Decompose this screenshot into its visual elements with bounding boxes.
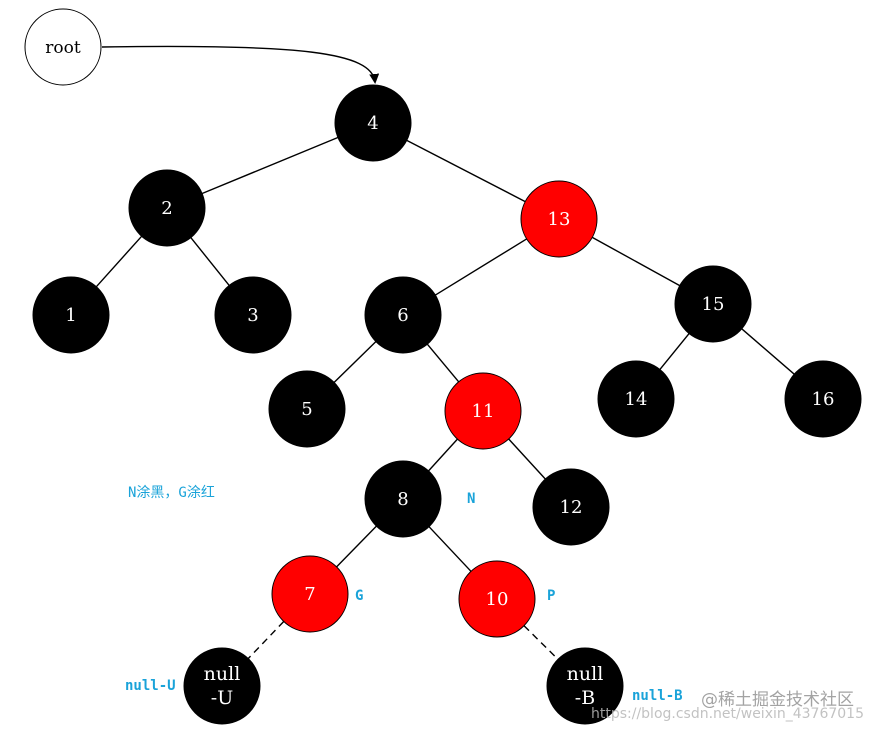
n-tag: N bbox=[467, 491, 475, 507]
tree-node-nb: null-B bbox=[546, 647, 624, 725]
node-label-n12: 12 bbox=[560, 497, 583, 518]
watermark: https://blog.csdn.net/weixin_43767015 @稀… bbox=[591, 690, 864, 722]
node-circle-n10 bbox=[458, 560, 536, 638]
node-label-nb-1: -B bbox=[575, 687, 595, 709]
node-circle-n5 bbox=[268, 370, 346, 448]
tree-node-n12: 12 bbox=[532, 468, 610, 546]
node-circle-nu bbox=[183, 647, 261, 725]
node-label-n3: 3 bbox=[247, 305, 258, 326]
root-label: root bbox=[45, 38, 81, 58]
tree-node-nu: null-U bbox=[183, 647, 261, 725]
edge-n13-n15 bbox=[591, 236, 681, 287]
edge-n7-nu bbox=[247, 620, 285, 660]
tree-node-n4: 4 bbox=[334, 84, 412, 162]
node-circle-nb bbox=[546, 647, 624, 725]
tree-node-n2: 2 bbox=[128, 169, 206, 247]
node-label-nu-0: null bbox=[204, 663, 241, 685]
tree-node-n16: 16 bbox=[784, 360, 862, 438]
tree-node-n15: 15 bbox=[674, 265, 752, 343]
node-circle-n6 bbox=[364, 276, 442, 354]
tree-node-n8: 8 bbox=[364, 460, 442, 538]
node-label-n15: 15 bbox=[702, 294, 725, 315]
null-u-tag: null-U bbox=[125, 678, 176, 694]
node-circle-n14 bbox=[597, 360, 675, 438]
edge-n4-n2 bbox=[201, 136, 339, 195]
node-circle-n8 bbox=[364, 460, 442, 538]
node-label-n13: 13 bbox=[548, 209, 571, 230]
edge-n4-n13 bbox=[406, 139, 526, 203]
node-circle-n1 bbox=[32, 276, 110, 354]
root-pointer: root bbox=[24, 8, 380, 86]
g-tag: G bbox=[355, 588, 363, 604]
tree-node-n13: 13 bbox=[520, 180, 598, 258]
tree-node-n7: 7 bbox=[271, 555, 349, 633]
node-circle-n16 bbox=[784, 360, 862, 438]
edge-n11-n8 bbox=[428, 438, 458, 472]
root-node bbox=[24, 8, 102, 86]
edge-n2-n1 bbox=[95, 235, 143, 288]
node-label-n1: 1 bbox=[65, 305, 76, 326]
node-label-n2: 2 bbox=[161, 198, 172, 219]
edge-n15-n14 bbox=[659, 333, 690, 370]
node-circle-n4 bbox=[334, 84, 412, 162]
node-circle-n7 bbox=[271, 555, 349, 633]
edge-n6-n5 bbox=[333, 341, 377, 383]
watermark-url: https://blog.csdn.net/weixin_43767015 bbox=[591, 706, 864, 722]
tree-node-n11: 11 bbox=[444, 372, 522, 450]
tree-node-n3: 3 bbox=[214, 276, 292, 354]
edge-n2-n3 bbox=[190, 237, 230, 286]
node-circle-n2 bbox=[128, 169, 206, 247]
edge-n10-nb bbox=[523, 625, 559, 660]
node-label-n8: 8 bbox=[397, 489, 408, 510]
node-label-n14: 14 bbox=[625, 389, 648, 410]
node-label-nu-1: -U bbox=[211, 687, 233, 709]
node-label-nb-0: null bbox=[567, 663, 604, 685]
node-circle-n3 bbox=[214, 276, 292, 354]
recolor-note: N涂黑，G涂红 bbox=[128, 485, 215, 501]
node-circle-n13 bbox=[520, 180, 598, 258]
tree-node-n6: 6 bbox=[364, 276, 442, 354]
edge-n8-n7 bbox=[336, 525, 377, 568]
node-label-n7: 7 bbox=[304, 584, 315, 605]
edge-n15-n16 bbox=[741, 328, 795, 375]
p-tag: P bbox=[547, 588, 555, 604]
tree-node-n10: 10 bbox=[458, 560, 536, 638]
node-label-n4: 4 bbox=[367, 113, 378, 134]
node-circle-n11 bbox=[444, 372, 522, 450]
edge-n11-n12 bbox=[508, 438, 546, 480]
node-label-n5: 5 bbox=[301, 399, 312, 420]
annotations: N涂黑，G涂红 N G P null-U null-B bbox=[125, 485, 683, 704]
tree-node-n1: 1 bbox=[32, 276, 110, 354]
edge-n6-n11 bbox=[426, 343, 460, 383]
tree-node-n5: 5 bbox=[268, 370, 346, 448]
watermark-brand: @稀土掘金技术社区 bbox=[701, 690, 854, 710]
tree-edges bbox=[95, 136, 795, 660]
node-label-n6: 6 bbox=[397, 305, 408, 326]
root-arrow bbox=[101, 45, 380, 84]
node-label-n11: 11 bbox=[472, 401, 495, 422]
node-label-n10: 10 bbox=[486, 589, 509, 610]
tree-node-n14: 14 bbox=[597, 360, 675, 438]
edge-n8-n10 bbox=[428, 526, 472, 572]
node-label-n16: 16 bbox=[812, 389, 835, 410]
node-circle-n12 bbox=[532, 468, 610, 546]
node-circle-n15 bbox=[674, 265, 752, 343]
edge-n13-n6 bbox=[434, 238, 528, 296]
null-b-tag: null-B bbox=[632, 688, 683, 704]
